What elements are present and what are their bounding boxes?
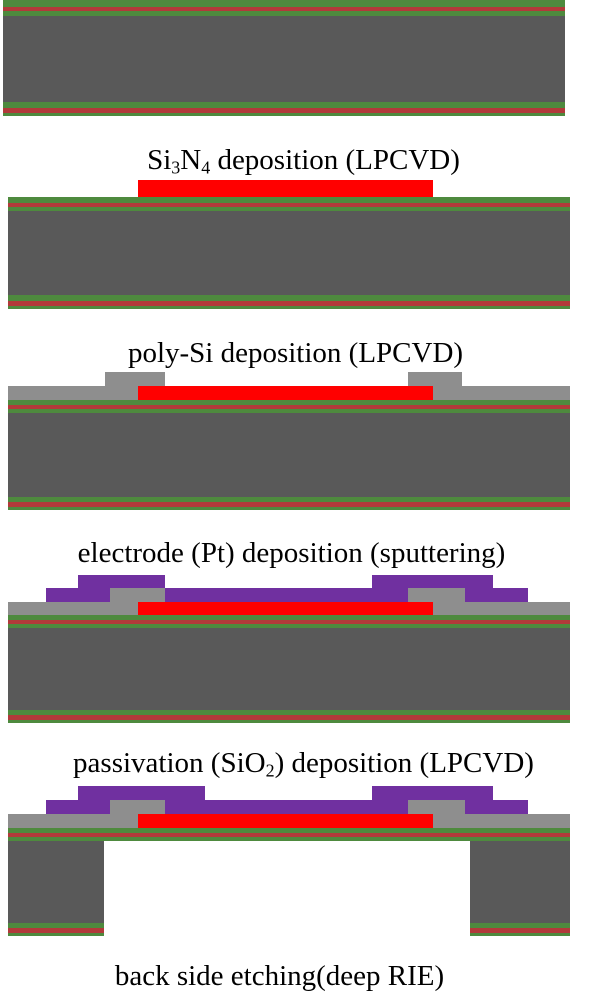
heater-layer: [138, 814, 433, 828]
bottom-oxide-layer: [8, 497, 570, 502]
top-oxide-layer: [8, 197, 570, 203]
bottom-nitride-layer: [8, 301, 570, 306]
bottom-oxide-layer: [8, 295, 570, 301]
bottom-nitride-left: [8, 928, 104, 933]
top-oxide-layer: [3, 0, 565, 7]
top-nitride-layer: [8, 405, 570, 409]
silicon-pillar-right: [470, 841, 570, 923]
step-3-label: electrode (Pt) deposition (sputtering): [77, 537, 506, 569]
step-5-label: back side etching(deep RIE): [114, 960, 445, 992]
stage-5-wafer: [8, 786, 570, 936]
bottom-oxide-layer: [3, 113, 565, 116]
top-nitride-layer: [8, 620, 570, 624]
top-oxide-layer: [3, 11, 565, 16]
heater-layer: [138, 386, 433, 400]
bottom-oxide-left: [8, 933, 104, 936]
bottom-oxide-layer: [8, 710, 570, 715]
heater-layer: [138, 602, 433, 615]
bottom-nitride-layer: [3, 108, 565, 113]
membrane-oxide-layer: [8, 837, 570, 841]
silicon-substrate: [3, 16, 565, 102]
bottom-nitride-right: [470, 928, 570, 933]
silicon-substrate: [8, 413, 570, 497]
bottom-oxide-right: [470, 933, 570, 936]
stage-2-wafer: [8, 180, 570, 309]
silicon-pillar-left: [8, 841, 104, 923]
heater-layer: [138, 180, 433, 197]
bottom-oxide-layer: [8, 306, 570, 309]
bottom-oxide-right: [470, 923, 570, 928]
electrode-layer: [46, 575, 528, 602]
bottom-oxide-layer: [8, 720, 570, 723]
top-oxide-layer: [8, 615, 570, 620]
bottom-nitride-layer: [8, 502, 570, 507]
silicon-substrate: [8, 628, 570, 710]
bottom-oxide-layer: [8, 507, 570, 510]
silicon-substrate: [8, 211, 570, 295]
stage-1-wafer: [3, 0, 565, 116]
stage-3-wafer: [8, 372, 570, 510]
top-nitride-layer: [3, 7, 565, 11]
passivation-layer: [46, 786, 528, 814]
step-2-label: poly-Si deposition (LPCVD): [127, 337, 464, 369]
bottom-oxide-layer: [3, 102, 565, 108]
stage-4-wafer: [8, 575, 570, 723]
membrane-nitride-layer: [8, 833, 570, 837]
top-nitride-layer: [8, 203, 570, 207]
step-4-label: passivation (SiO2) deposition (LPCVD): [73, 747, 534, 781]
top-oxide-layer: [8, 409, 570, 413]
top-oxide-layer: [8, 207, 570, 211]
step-1-label: Si3N4 deposition (LPCVD): [147, 144, 460, 178]
membrane-oxide-layer: [8, 828, 570, 833]
top-oxide-layer: [8, 400, 570, 405]
top-oxide-layer: [8, 624, 570, 628]
bottom-oxide-left: [8, 923, 104, 928]
bottom-nitride-layer: [8, 715, 570, 720]
